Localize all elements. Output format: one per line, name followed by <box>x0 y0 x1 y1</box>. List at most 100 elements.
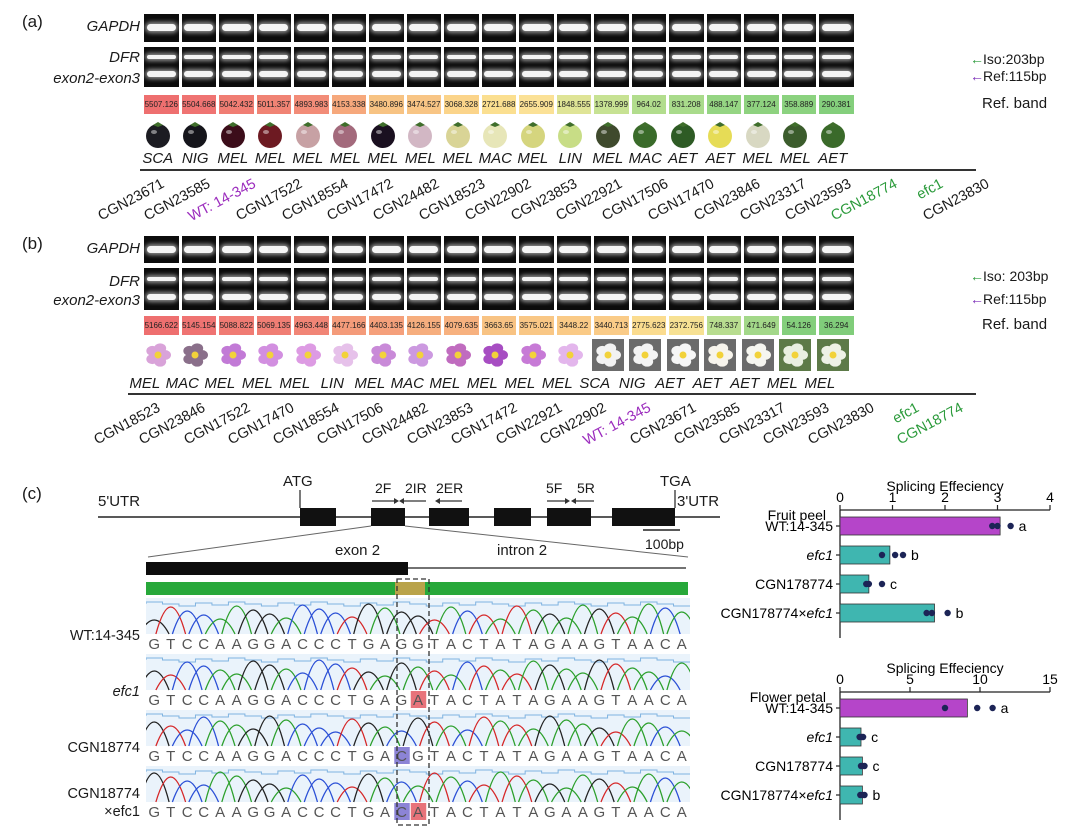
gel-lane <box>669 47 704 87</box>
gel-lane <box>744 268 779 310</box>
species-label: MEL <box>241 375 273 392</box>
ref-band-value: 748.337 <box>706 316 741 335</box>
data-point <box>1007 522 1014 530</box>
significance-letter: b <box>911 547 919 563</box>
gel-band <box>409 294 439 300</box>
gel-lane <box>444 47 479 87</box>
gel-lane <box>181 14 216 42</box>
gel-band <box>184 24 214 31</box>
gel-lane <box>369 236 404 263</box>
ref-band-value: 471.649 <box>744 316 779 335</box>
flower-icon <box>629 339 662 371</box>
x-tick-label: 5 <box>906 671 914 687</box>
flower-icon <box>666 339 699 371</box>
gel-lane <box>706 236 741 263</box>
data-point <box>989 522 996 530</box>
ref-band-value: 4477.166 <box>331 316 366 335</box>
gel-band <box>409 24 439 31</box>
x-tick-label: 10 <box>972 671 988 687</box>
ref-band-value: 2655.909 <box>519 95 554 114</box>
species-label: MEL <box>329 150 361 167</box>
gel-band <box>521 24 551 31</box>
gel-band <box>371 246 401 253</box>
gel-band <box>409 246 439 253</box>
fruit-icon <box>258 122 283 148</box>
gel-band <box>709 55 739 59</box>
species-label: AET <box>818 150 848 167</box>
flower-icon <box>146 343 171 367</box>
gel-lane <box>481 14 516 42</box>
species-label: MEL <box>541 375 573 392</box>
gel-band <box>484 71 514 77</box>
gel-band <box>746 55 776 59</box>
gel-lane <box>819 14 854 42</box>
gel-band <box>784 246 814 253</box>
gel-band <box>334 55 364 59</box>
ref-band-value: 5042.432 <box>219 95 254 114</box>
iso-label-a: Iso:203bp <box>983 51 1045 67</box>
species-label: MEL <box>742 150 774 167</box>
gel-lane <box>556 14 591 42</box>
flower-icon <box>741 339 774 371</box>
ref-band-value: 1848.555 <box>556 95 591 114</box>
gel-lane <box>294 236 329 263</box>
gel-band <box>146 294 176 300</box>
iso-label-b: Iso: 203bp <box>983 268 1049 284</box>
gel-band <box>671 294 701 300</box>
species-divider-b <box>128 393 976 395</box>
gel-gapdh-b <box>144 236 854 263</box>
ref-band-value: 4403.135 <box>369 316 404 335</box>
chart-panel-label: Flower petal <box>750 689 826 705</box>
exon-label-a: exon2-exon3 <box>53 70 140 87</box>
ref-band-value: 4963.448 <box>294 316 329 335</box>
ref-band-value: 5507.126 <box>144 95 179 114</box>
flower-image <box>552 338 590 372</box>
ref-band-value: 36.294 <box>819 316 854 335</box>
ref-band-label-a: Ref. band <box>982 95 1048 112</box>
significance-letter: b <box>873 787 881 803</box>
significance-letter: c <box>890 576 897 592</box>
flower-icon <box>221 343 246 367</box>
gel-band <box>446 24 476 31</box>
data-point <box>899 551 907 559</box>
gel-lane <box>369 14 404 42</box>
fruit-image <box>177 117 215 151</box>
flower-icon <box>446 343 471 367</box>
flower-image <box>702 338 740 372</box>
gel-lane <box>631 47 666 87</box>
ref-band-value: 2372.756 <box>669 316 704 335</box>
category-label: CGN178774×efc1 <box>721 787 833 803</box>
gel-band <box>484 277 514 281</box>
chart-title: Splicing Effeciency <box>886 478 1003 494</box>
ref-band-value: 4893.983 <box>294 95 329 114</box>
primer-5f: 5F <box>546 480 563 496</box>
species-label: AET <box>655 375 685 392</box>
ref-band-value: 964.02 <box>631 95 666 114</box>
ref-band-value: 3663.65 <box>481 316 516 335</box>
significance-letter: c <box>873 758 880 774</box>
gel-band <box>634 55 664 59</box>
gel-band <box>259 277 289 281</box>
gel-lane <box>631 268 666 310</box>
gel-band <box>371 294 401 300</box>
gel-band <box>184 294 214 300</box>
category-label: CGN178774×efc1 <box>721 605 833 621</box>
x-tick-label: 3 <box>994 489 1002 505</box>
gel-band <box>259 71 289 77</box>
fruit-icon <box>408 122 433 148</box>
gel-band <box>784 55 814 59</box>
panel-c-label: (c) <box>22 484 42 503</box>
gel-band <box>221 277 251 281</box>
gel-band <box>409 55 439 59</box>
gel-lane <box>819 268 854 310</box>
flower-image <box>364 338 402 372</box>
gel-band <box>146 24 176 31</box>
gel-lane <box>744 14 779 42</box>
gel-band <box>446 71 476 77</box>
category-label: efc1 <box>807 547 833 563</box>
fruit-icon <box>370 122 395 148</box>
gel-band <box>221 246 251 253</box>
data-point <box>989 704 996 712</box>
species-label: LIN <box>558 150 582 167</box>
